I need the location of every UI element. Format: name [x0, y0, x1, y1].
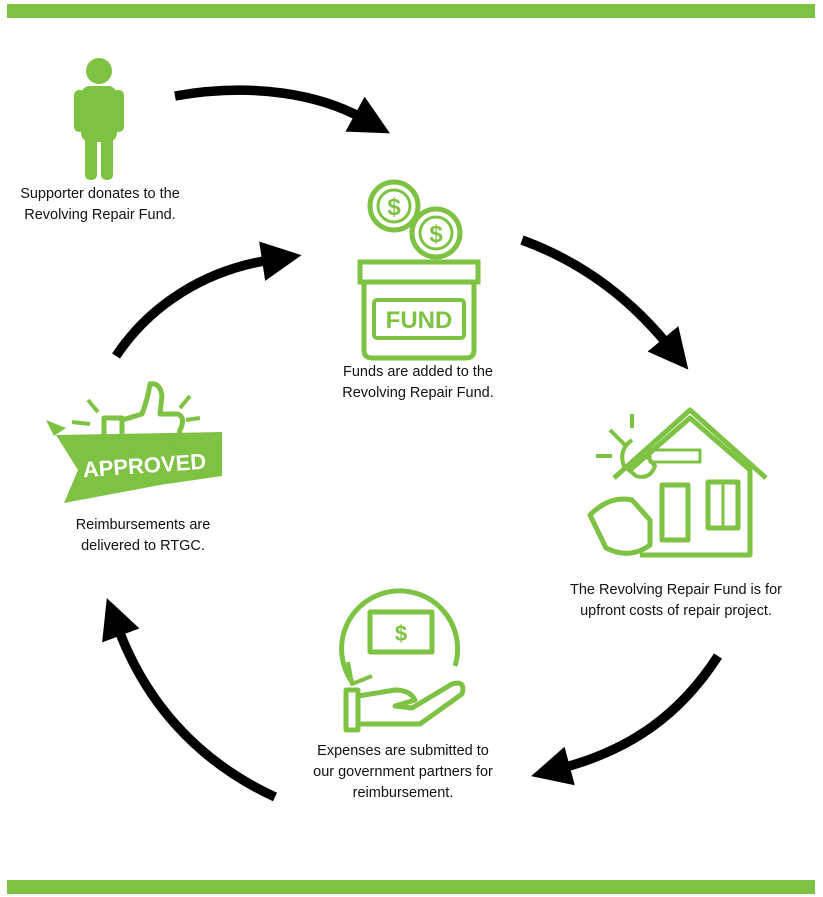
- caption-expenses-submitted: Expenses are submitted to our government…: [283, 741, 523, 804]
- arrow-fund-to-project: [520, 235, 689, 370]
- caption-line: Revolving Repair Fund.: [342, 385, 494, 401]
- fund-jar-icon: [357, 179, 481, 361]
- dollar-glyph-1: $: [387, 194, 401, 221]
- caption-line: delivered to RTGC.: [81, 538, 205, 554]
- caption-upfront-costs: The Revolving Repair Fund is for upfront…: [546, 580, 806, 622]
- caption-funds-added: Funds are added to the Revolving Repair …: [318, 362, 518, 404]
- arrows: [102, 85, 722, 802]
- caption-line: Expenses are submitted to: [317, 743, 489, 759]
- approved-badge-icon: [46, 381, 222, 503]
- top-accent-bar: [7, 4, 815, 18]
- house-repair-icon: [587, 407, 768, 558]
- caption-line: upfront costs of repair project.: [580, 603, 772, 619]
- money-hand-dollar: $: [395, 621, 407, 646]
- arrow-project-to-expenses: [531, 653, 722, 786]
- caption-supporter-donates: Supporter donates to the Revolving Repai…: [0, 184, 200, 226]
- caption-line: Supporter donates to the: [20, 186, 180, 202]
- dollar-glyph-2: $: [429, 221, 443, 248]
- arrow-expenses-to-approved: [102, 598, 277, 802]
- caption-reimbursements: Reimbursements are delivered to RTGC.: [48, 515, 238, 557]
- fund-jar-label: FUND: [386, 307, 453, 334]
- caption-line: Revolving Repair Fund.: [24, 207, 176, 223]
- caption-line: Funds are added to the: [343, 364, 493, 380]
- arrow-donor-to-fund: [174, 85, 391, 134]
- money-hand-icon: [339, 588, 466, 733]
- person-icon: [74, 58, 124, 180]
- caption-line: our government partners for: [313, 764, 493, 780]
- arrow-approved-to-fund: [112, 241, 302, 359]
- caption-line: Reimbursements are: [75, 517, 211, 533]
- caption-line: reimbursement.: [352, 785, 454, 801]
- caption-line: The Revolving Repair Fund is for: [570, 582, 782, 598]
- bottom-accent-bar: [7, 880, 815, 894]
